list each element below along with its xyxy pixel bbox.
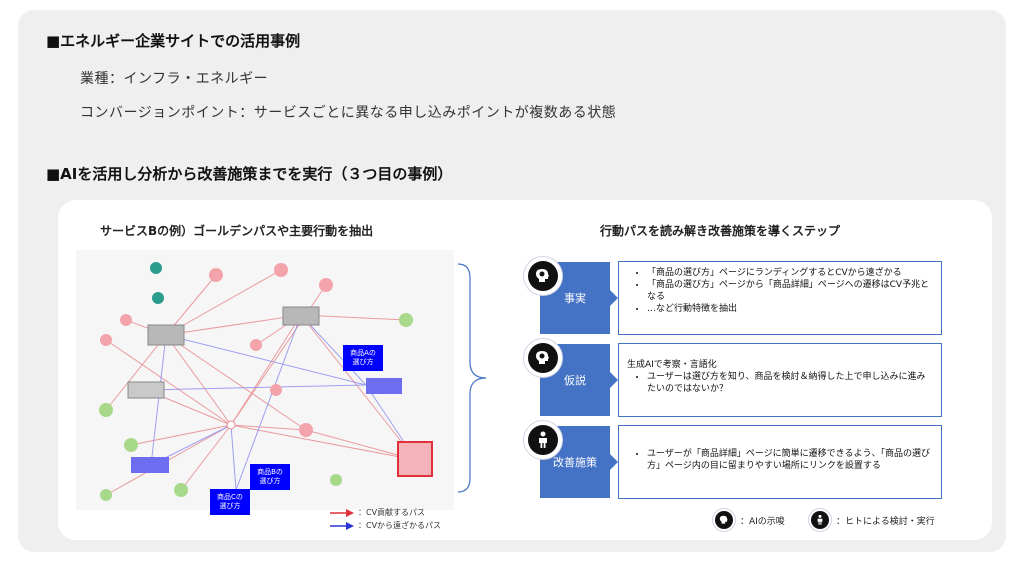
step-fact-box: 「商品の選び方」ページにランディングするとCVから遠ざかる 「商品の選び方」ペー… xyxy=(618,261,942,335)
graph-node xyxy=(124,438,138,452)
legend-ai-text: ：AIの示唆 xyxy=(740,516,785,527)
blue-arrow-icon xyxy=(330,521,354,530)
legend-distancing-path: ：CVから遠ざかるパス xyxy=(330,520,441,531)
measure-bullet-1: ユーザーが「商品詳細」ページに簡単に遷移できるよう、「商品の選び方」ページ内の目… xyxy=(647,448,933,472)
graph-hub-box xyxy=(147,324,185,346)
step-fact-icon-wrap xyxy=(523,256,563,296)
product-a-label: 商品Aの 選び方 xyxy=(343,345,383,371)
graph-node xyxy=(100,489,112,501)
graph-node xyxy=(120,314,132,326)
legend-blue-text: ：CVから遠ざかるパス xyxy=(358,521,442,530)
legend-red-text: ：CV貢献するパス xyxy=(358,508,426,517)
person-icon xyxy=(817,514,823,525)
graph-hub-box xyxy=(127,381,165,399)
fact-bullet-1: 「商品の選び方」ページにランディングするとCVから遠ざかる xyxy=(647,267,933,279)
graph-hub-box xyxy=(282,306,320,326)
graph-conversion-node xyxy=(397,441,433,477)
graph-node xyxy=(250,339,262,351)
graph-node xyxy=(99,403,113,417)
graph-node xyxy=(209,268,223,282)
hypothesis-intro: 生成AIで考察・言語化 xyxy=(627,360,717,370)
ai-head-icon xyxy=(536,269,549,282)
graph-node xyxy=(399,313,413,327)
industry-text: 業種：インフラ・エネルギー xyxy=(80,71,269,87)
legend-human: ：ヒトによる検討・実行 xyxy=(808,508,935,532)
cv-contributing-paths xyxy=(105,269,417,496)
step-hypothesis-box: 生成AIで考察・言語化 ユーザーは選び方を知り、商品を検討＆納得した上で申し込み… xyxy=(618,343,942,417)
graph-node xyxy=(150,262,162,274)
graph-node xyxy=(152,292,164,304)
left-panel-title: サービスBの例）ゴールデンパスや主要行動を抽出 xyxy=(100,224,374,238)
product-c-label: 商品Cの 選び方 xyxy=(210,489,250,515)
graph-node xyxy=(274,263,288,277)
cv-distancing-paths xyxy=(145,314,417,491)
graph-nodes xyxy=(99,262,433,501)
step-measure-icon-wrap xyxy=(523,420,563,460)
legend-human-text: ：ヒトによる検討・実行 xyxy=(836,516,935,527)
red-arrow-icon xyxy=(330,508,354,517)
ai-head-icon xyxy=(536,351,549,364)
graph-hub-node xyxy=(226,420,236,430)
graph-node xyxy=(270,384,282,396)
fact-bullet-2: 「商品の選び方」ページから「商品詳細」ページへの遷移はCV予兆となる xyxy=(647,279,933,303)
conversion-point-text: コンバージョンポイント：サービスごとに異なる申し込みポイントが複数ある状態 xyxy=(80,105,617,121)
ai-head-icon xyxy=(719,515,728,524)
step-measure-box: ユーザーが「商品詳細」ページに簡単に遷移できるよう、「商品の選び方」ページ内の目… xyxy=(618,425,942,499)
section2-heading: ■AIを活用し分析から改善施策までを実行（３つ目の事例） xyxy=(46,165,453,183)
person-icon xyxy=(539,431,547,448)
graph-node xyxy=(299,423,313,437)
section1-heading: ■エネルギー企業サイトでの活用事例 xyxy=(46,32,301,50)
graph-blue-node xyxy=(366,378,402,394)
right-panel-title: 行動パスを読み解き改善施策を導くステップ xyxy=(600,224,841,238)
legend-cv-path: ：CV貢献するパス xyxy=(330,507,425,518)
legend-ai: ：AIの示唆 xyxy=(712,508,785,532)
graph-node xyxy=(319,278,333,292)
hypothesis-bullet-1: ユーザーは選び方を知り、商品を検討＆納得した上で申し込みに進みたいのではないか？ xyxy=(647,371,933,395)
curly-bracket xyxy=(457,263,487,493)
graph-node xyxy=(100,334,112,346)
step-hypothesis-icon-wrap xyxy=(523,338,563,378)
product-b-label: 商品Bの 選び方 xyxy=(250,464,290,490)
graph-node xyxy=(174,483,188,497)
graph-blue-node xyxy=(131,457,169,473)
fact-bullet-3: …など行動特徴を抽出 xyxy=(647,303,933,315)
graph-node xyxy=(330,474,342,486)
